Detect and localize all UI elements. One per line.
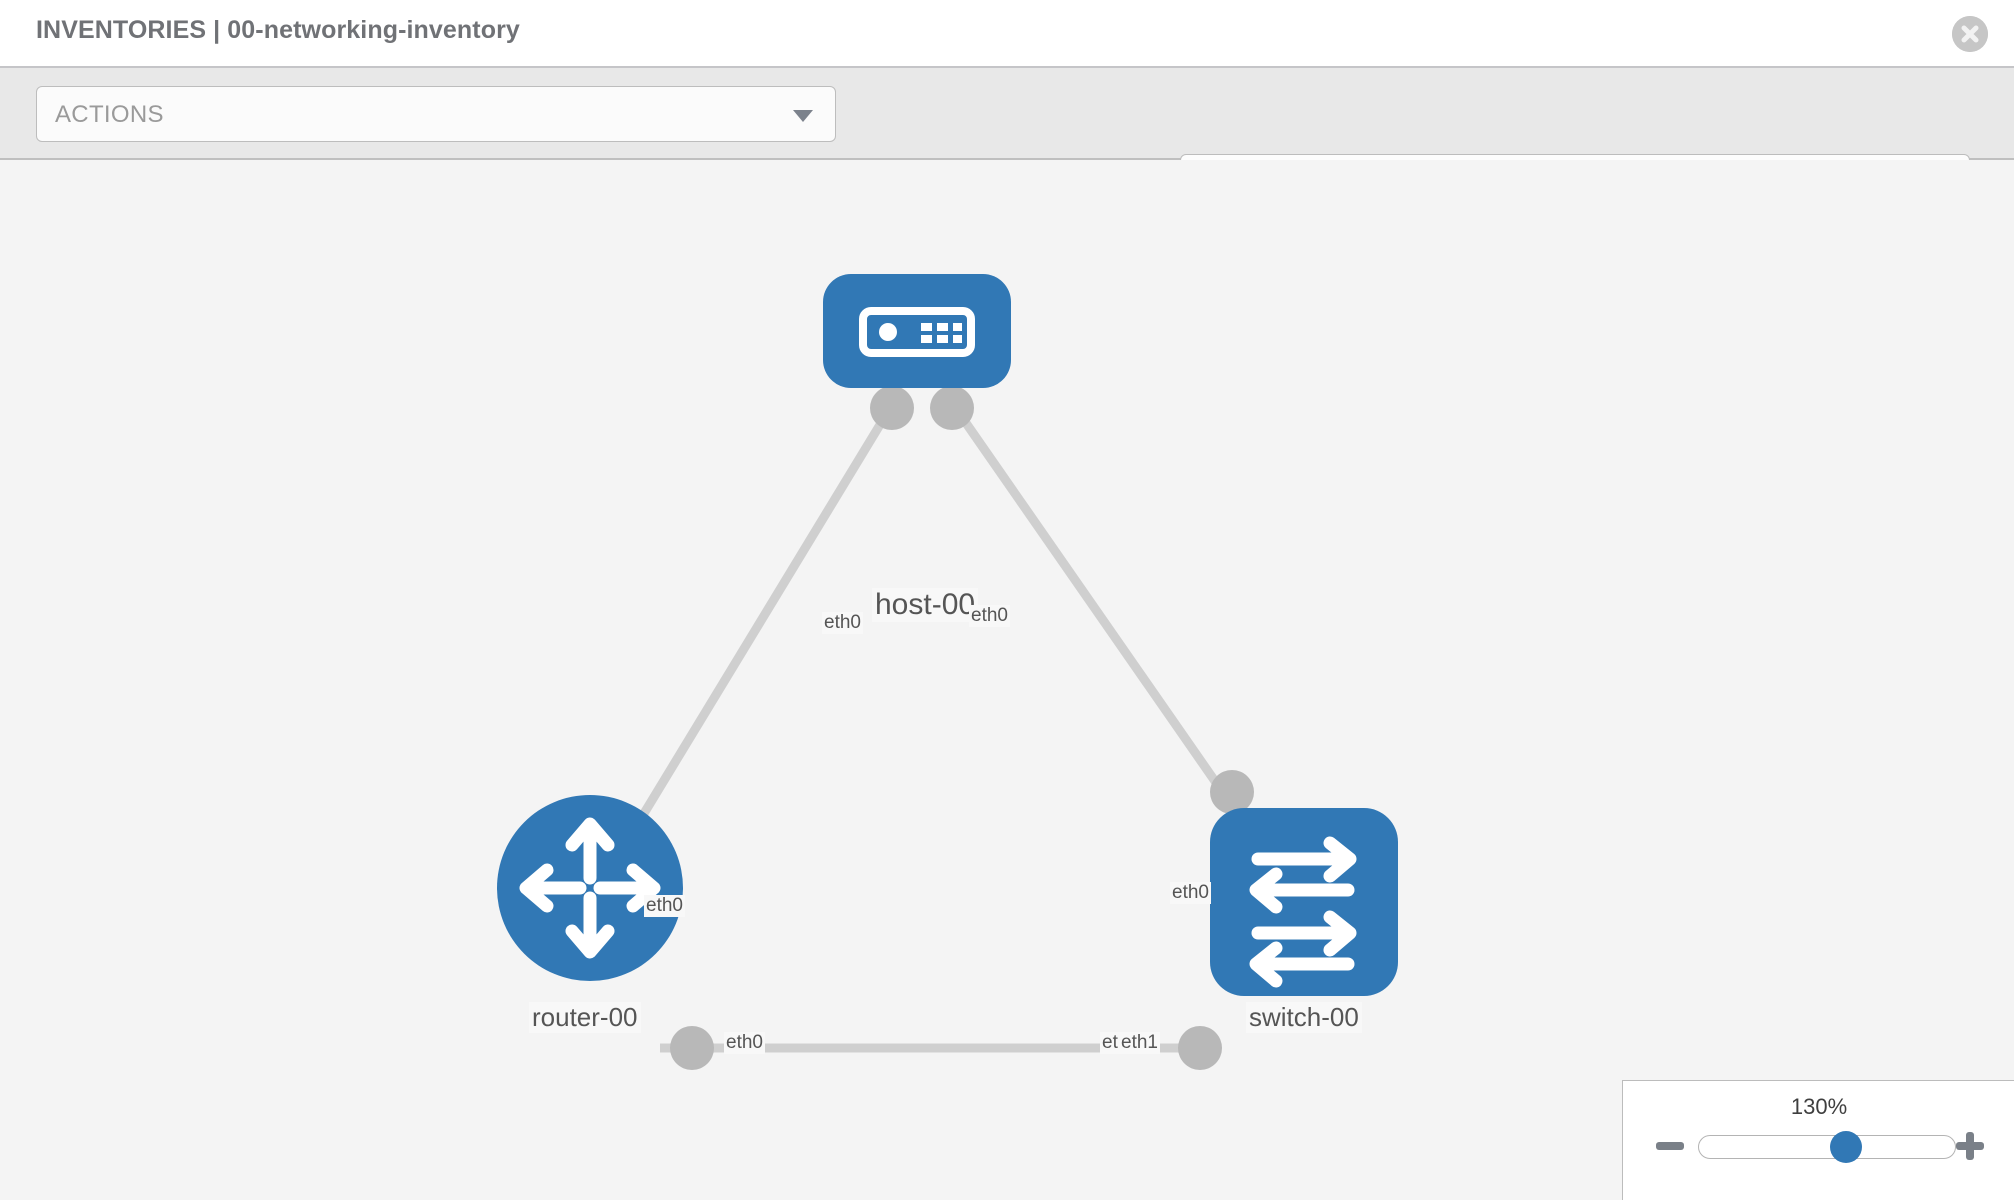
- iface-label-router-upper: eth0: [644, 895, 685, 917]
- iface-label-switch-left: eth1: [1119, 1032, 1160, 1054]
- router-arrows-icon: [519, 817, 661, 959]
- minus-icon[interactable]: [1653, 1129, 1687, 1163]
- interface-nub-router-right: [670, 1026, 714, 1070]
- node-label-switch-00: switch-00: [1246, 1002, 1362, 1033]
- node-label-host-00: host-00: [872, 588, 979, 622]
- node-label-router-00: router-00: [529, 1002, 641, 1033]
- node-switch-00[interactable]: [1210, 808, 1398, 996]
- zoom-level-value: 130%: [1790, 1094, 1848, 1119]
- node-host-00[interactable]: [823, 274, 1011, 388]
- link-host-router: [636, 397, 899, 823]
- close-icon[interactable]: [1952, 16, 1988, 52]
- zoom-slider-thumb[interactable]: [1830, 1131, 1862, 1163]
- actions-dropdown-label: ACTIONS: [55, 101, 164, 128]
- toolbar: ACTIONS SEARC: [0, 68, 2014, 210]
- switch-arrows-icon: [1249, 836, 1357, 988]
- zoom-control-panel: 130%: [1622, 1080, 2014, 1200]
- chevron-down-icon: [793, 110, 813, 122]
- server-icon: [859, 307, 975, 357]
- link-host-switch: [946, 397, 1239, 813]
- topology-canvas[interactable]: host-00 router-00 switch-00 eth0 eth0 et…: [0, 160, 2014, 1200]
- iface-label-router-right: eth0: [724, 1032, 765, 1054]
- interface-nub-host-left: [870, 386, 914, 430]
- interface-nub-host-right: [930, 386, 974, 430]
- page-title: INVENTORIES | 00-networking-inventory: [36, 16, 520, 44]
- interface-nub-switch-left: [1178, 1026, 1222, 1070]
- iface-label-host-right: eth0: [969, 605, 1010, 627]
- iface-label-switch-upper: eth0: [1170, 882, 1211, 904]
- page-header: INVENTORIES | 00-networking-inventory: [0, 0, 2014, 68]
- interface-nub-switch-upper-left: [1210, 770, 1254, 814]
- zoom-slider-track[interactable]: [1698, 1135, 1956, 1159]
- plus-icon[interactable]: [1953, 1129, 1987, 1163]
- node-router-00[interactable]: [497, 795, 683, 981]
- topology-graph: [497, 274, 1398, 1070]
- iface-label-host-left: eth0: [822, 612, 863, 634]
- actions-dropdown[interactable]: ACTIONS: [36, 86, 836, 142]
